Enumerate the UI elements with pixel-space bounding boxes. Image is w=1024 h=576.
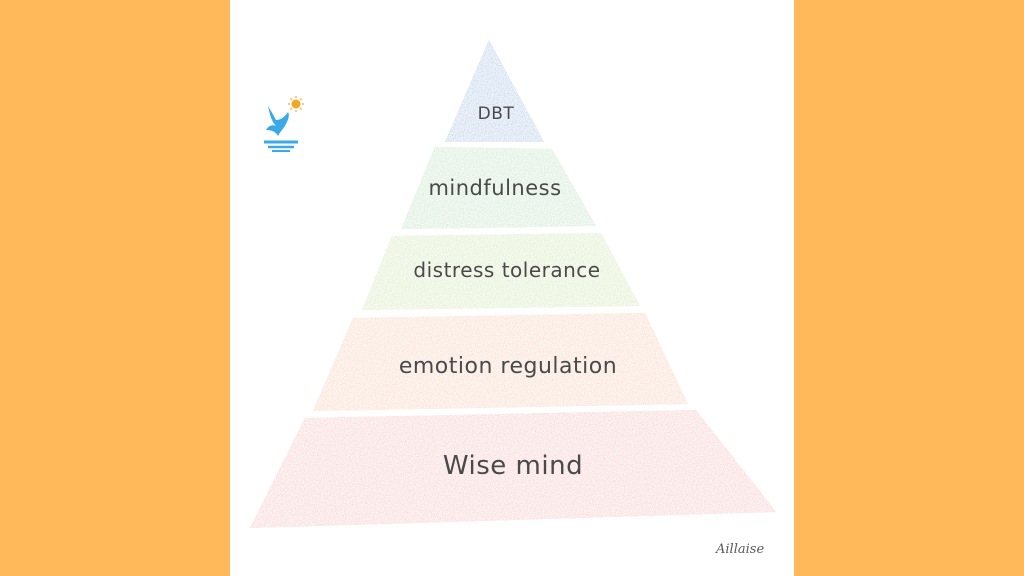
layer-label-dbt: DBT [478,104,515,124]
layer-label-mindfulness: mindfulness [428,176,561,200]
pyramid-layer-distress-tolerance [362,233,640,310]
pyramid-layer-mindfulness [401,147,596,229]
left-background-panel [0,0,230,576]
layer-label-wise-mind: Wise mind [443,451,583,481]
artist-signature: Aillaise [715,542,764,557]
right-background-panel [794,0,1024,576]
pyramid-layer-emotion-regulation [313,313,688,411]
bird-sun-logo-icon [264,96,304,152]
pyramid-diagram: DBT mindfulness distress tolerance emoti… [250,40,776,557]
layer-label-distress-tolerance: distress tolerance [413,258,600,282]
layer-label-emotion-regulation: emotion regulation [399,354,617,379]
pyramid-layer-wise-mind [250,410,776,528]
pyramid-card: DBT mindfulness distress tolerance emoti… [230,0,794,576]
pyramid-layer-dbt [445,40,544,142]
